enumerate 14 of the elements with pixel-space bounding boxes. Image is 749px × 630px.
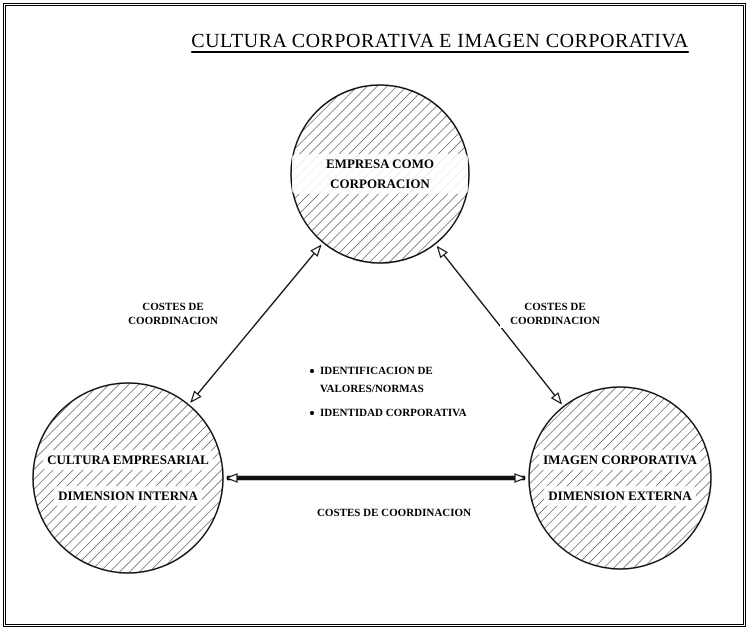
circle-label: IMAGEN CORPORATIVA	[539, 450, 701, 470]
double-arrow	[190, 245, 322, 402]
hatched-circle	[528, 386, 712, 570]
circle-label: DIMENSION INTERNA	[54, 486, 202, 506]
circle-label: DIMENSION EXTERNA	[544, 486, 696, 506]
diagram-title: CULTURA CORPORATIVA E IMAGEN CORPORATIVA	[190, 29, 690, 54]
hatched-circle	[290, 84, 470, 264]
bullet-text: IDENTIDAD CORPORATIVA	[320, 406, 467, 421]
double-arrow	[437, 246, 562, 404]
hatched-circle	[32, 382, 224, 574]
circle-label: CULTURA EMPRESARIAL	[43, 450, 213, 470]
double-arrow	[226, 473, 526, 483]
bullet-text: IDENTIFICACION DE VALORES/NORMAS	[320, 364, 434, 397]
circle-label: EMPRESA COMO CORPORACION	[292, 154, 468, 194]
